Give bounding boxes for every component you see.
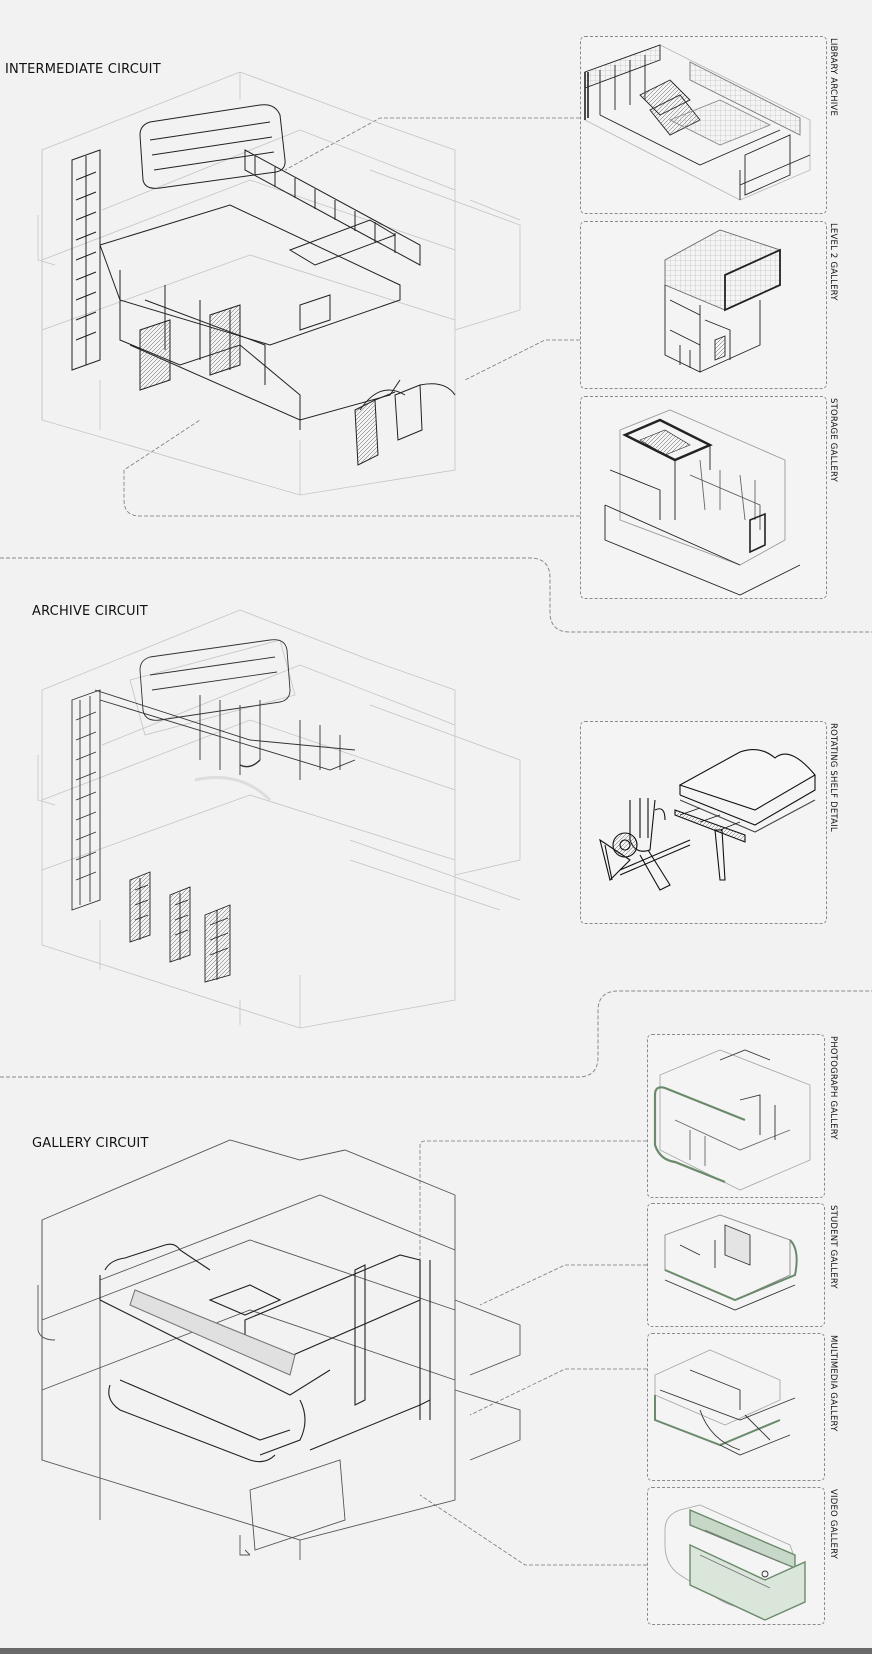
level-2-gallery-drawing [664,229,781,373]
photograph-gallery-drawing [653,1049,811,1191]
label-multimedia-gallery: MULTIMEDIA GALLERY [828,1335,838,1432]
building-axo-intermediate [37,71,521,496]
label-photograph-gallery: PHOTOGRAPH GALLERY [828,1036,838,1140]
footer-bar [0,1648,872,1654]
building-axo-archive [37,609,521,1029]
section-title-intermediate: INTERMEDIATE CIRCUIT [5,62,161,77]
label-student-gallery: STUDENT GALLERY [828,1205,838,1289]
archive-shelving-units [129,871,231,983]
section-title-gallery: GALLERY CIRCUIT [32,1136,149,1151]
section-divider-2 [0,990,872,1078]
label-video-gallery: VIDEO GALLERY [828,1489,838,1560]
storage-gallery-drawing [604,409,801,596]
building-axo-gallery [37,1139,521,1560]
student-gallery-drawing [664,1214,798,1311]
leader-lines-intermediate [123,117,580,517]
library-archive-drawing [584,44,811,201]
video-gallery-drawing [664,1504,806,1621]
section-title-archive: ARCHIVE CIRCUIT [32,604,148,619]
label-library-archive: LIBRARY ARCHIVE [828,38,838,117]
label-storage-gallery: STORAGE GALLERY [828,398,838,482]
detail-panel-level-2-gallery [580,221,827,389]
rotating-shelf-drawing [599,749,816,891]
label-rotating-shelf-detail: ROTATING SHELF DETAIL [828,723,838,832]
detail-panel-multimedia-gallery [647,1333,825,1481]
detail-panel-student-gallery [647,1203,825,1327]
section-divider-1 [0,557,872,633]
label-level-2-gallery: LEVEL 2 GALLERY [828,223,838,301]
leader-lines-gallery [419,1140,647,1566]
multimedia-gallery-drawing [654,1349,796,1456]
